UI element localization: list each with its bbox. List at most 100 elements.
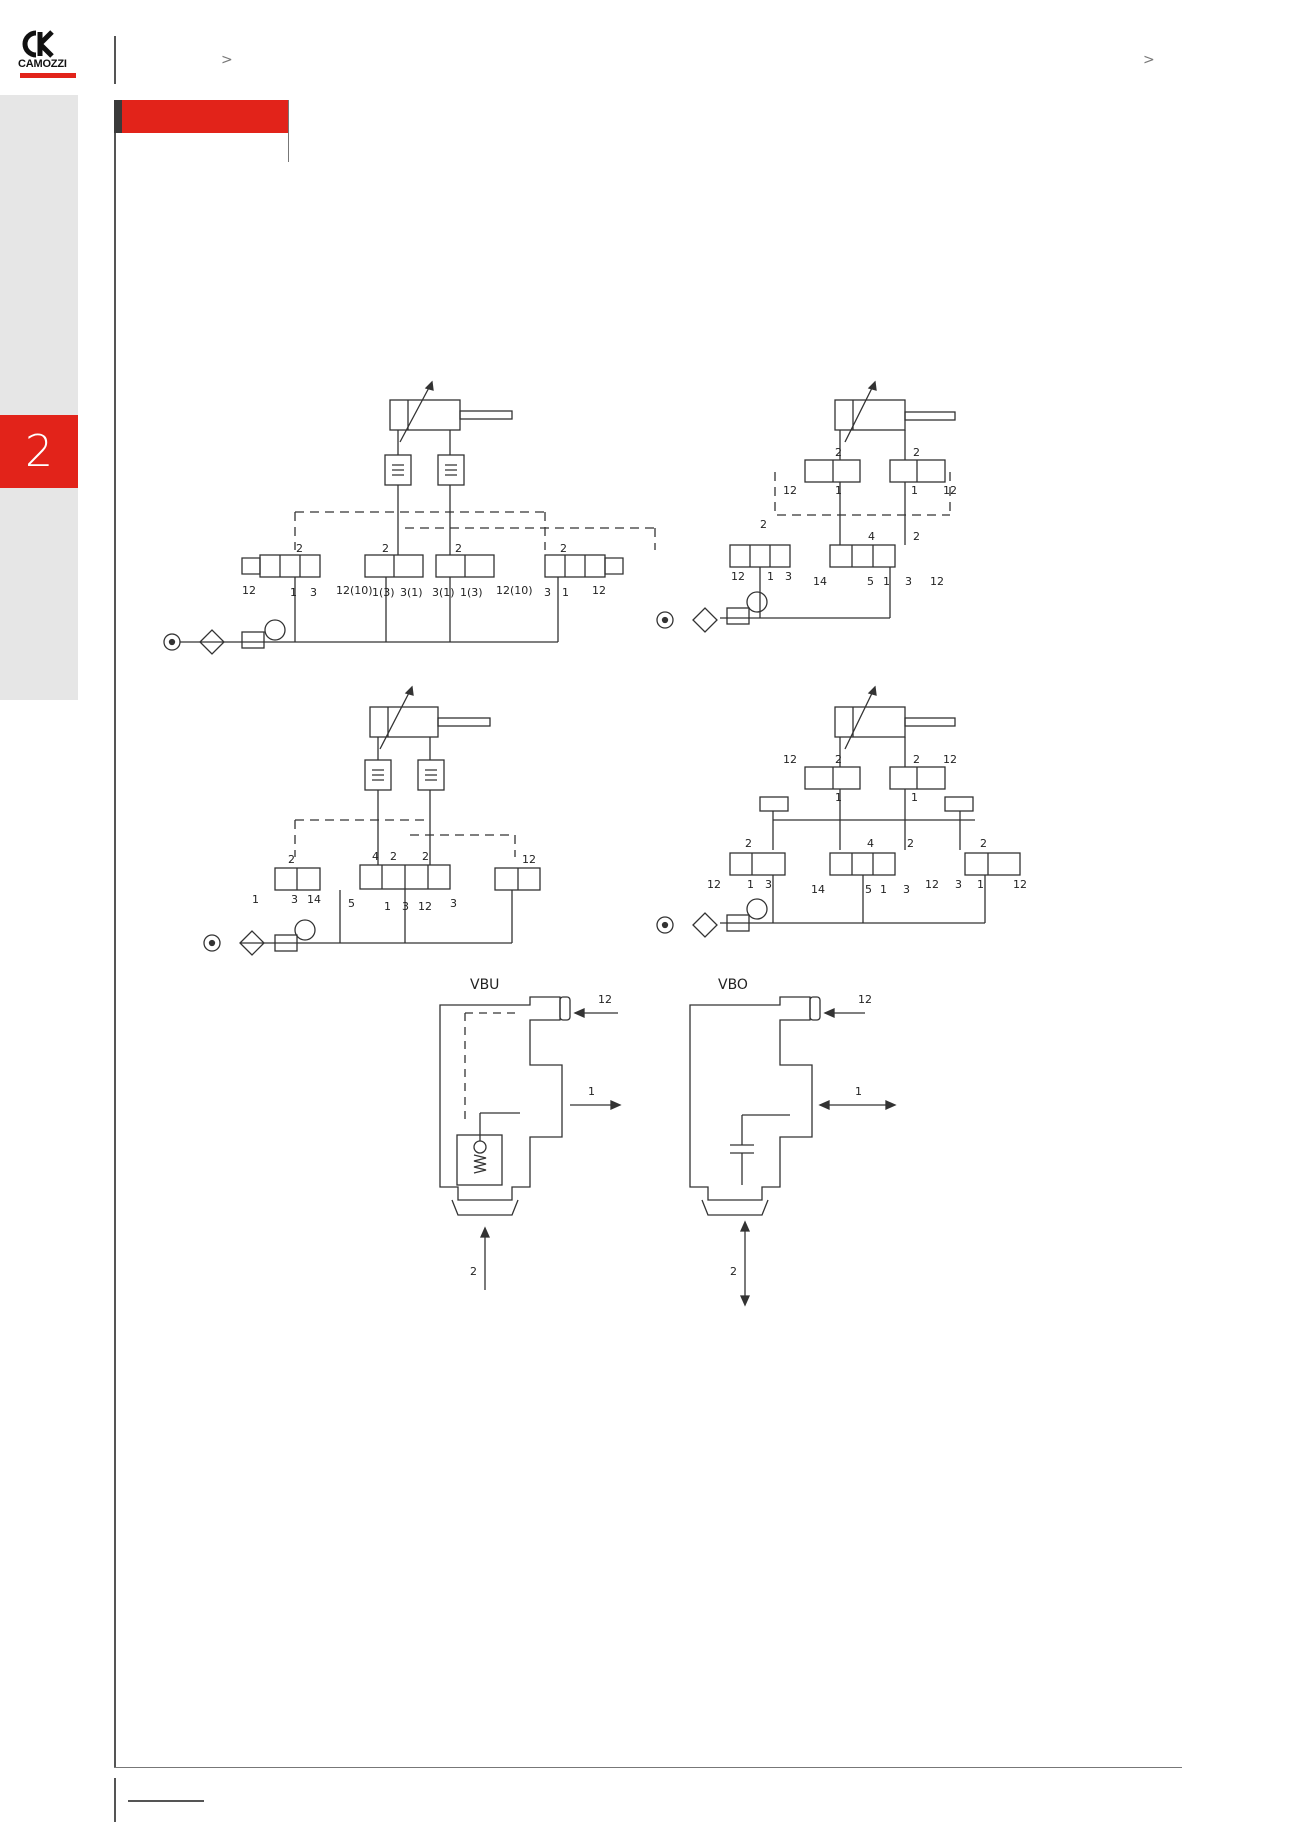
port-label: 12 <box>858 993 872 1006</box>
port-label: 3 <box>955 878 962 891</box>
camozzi-logo[interactable]: CAMOZZI <box>18 30 80 80</box>
port-label: 14 <box>811 883 825 896</box>
port-label: 1 <box>252 893 259 906</box>
port-label: 1 <box>835 484 842 497</box>
port-label: 5 <box>348 897 355 910</box>
port-label: 1 <box>855 1085 862 1098</box>
circuit-diagram-3: 2 4 2 2 12 1 3 14 5 1 3 12 3 <box>203 685 541 956</box>
port-label: 12 <box>943 484 957 497</box>
diagram4-labels: 12 2 2 12 1 1 2 4 2 2 12 1 3 14 5 1 3 12… <box>707 753 1027 896</box>
port-label: 2 <box>422 850 429 863</box>
port-label: 5 <box>865 883 872 896</box>
breadcrumb-arrow-left-icon[interactable]: > <box>221 52 233 68</box>
chapter-tab[interactable]: 2 <box>0 415 78 488</box>
sidebar <box>0 95 78 700</box>
port-label: 4 <box>867 837 874 850</box>
port-label: 1 <box>977 878 984 891</box>
port-label: 1 <box>911 484 918 497</box>
port-label: 12 <box>598 993 612 1006</box>
footer-rule <box>114 1767 1182 1768</box>
port-label: 12(10) <box>496 584 533 597</box>
port-label: 3 <box>903 883 910 896</box>
circuit-diagram-4: 12 2 2 12 1 1 2 4 2 2 12 1 3 14 5 1 3 12… <box>656 685 1027 938</box>
section-title-bar <box>114 100 289 133</box>
port-label: 3(1) <box>400 586 423 599</box>
port-label: 1 <box>290 586 297 599</box>
circuit-diagram-1: 2 2 2 2 12 1 3 12(10) 1(3) 3(1) 3(1) 1(3… <box>163 380 656 655</box>
port-label: 2 <box>835 446 842 459</box>
port-label: 2 <box>470 1265 477 1278</box>
port-label: 3 <box>310 586 317 599</box>
port-label: 12 <box>592 584 606 597</box>
port-label: 14 <box>307 893 321 906</box>
port-label: 1 <box>767 570 774 583</box>
port-label: 12 <box>783 753 797 766</box>
port-label: 12 <box>418 900 432 913</box>
port-label: 12 <box>242 584 256 597</box>
port-label: 2 <box>913 753 920 766</box>
port-label: 2 <box>980 837 987 850</box>
page-left-rule <box>114 100 116 1767</box>
port-label: 4 <box>868 530 875 543</box>
footer-divider <box>114 1778 116 1822</box>
port-label: 1 <box>562 586 569 599</box>
port-label: 3 <box>905 575 912 588</box>
diagram2-labels: 2 2 12 1 1 12 2 12 1 3 4 2 14 5 1 3 12 <box>731 446 957 588</box>
breadcrumb-arrow-right-icon[interactable]: > <box>1143 52 1155 68</box>
port-label: 1(3) <box>372 586 395 599</box>
port-label: 12 <box>731 570 745 583</box>
port-label: 12 <box>783 484 797 497</box>
port-label: 2 <box>560 542 567 555</box>
port-label: 2 <box>730 1265 737 1278</box>
port-label: 1 <box>835 791 842 804</box>
port-label: 3 <box>785 570 792 583</box>
port-label: 2 <box>835 753 842 766</box>
logo-red-bar <box>20 73 76 78</box>
circuit-diagram-2: 2 2 12 1 1 12 2 12 1 3 4 2 14 5 1 3 12 <box>656 380 957 633</box>
port-label: 14 <box>813 575 827 588</box>
port-label: 3 <box>765 878 772 891</box>
port-label: 12 <box>1013 878 1027 891</box>
port-label: 12 <box>707 878 721 891</box>
port-label: 1 <box>747 878 754 891</box>
port-label: 2 <box>455 542 462 555</box>
port-label: 2 <box>296 542 303 555</box>
port-label: 4 <box>372 850 379 863</box>
chapter-number: 2 <box>25 426 53 477</box>
logo-mark-icon <box>22 30 54 58</box>
port-label: 3 <box>291 893 298 906</box>
vbu-title: VBU <box>470 977 499 993</box>
port-label: 3 <box>402 900 409 913</box>
page-number-rule <box>128 1800 204 1802</box>
port-label: 3 <box>450 897 457 910</box>
port-label: 12 <box>925 878 939 891</box>
diagram1-labels: 2 2 2 2 12 1 3 12(10) 1(3) 3(1) 3(1) 1(3… <box>242 542 606 599</box>
port-label: 12 <box>930 575 944 588</box>
port-label: 12(10) <box>336 584 373 597</box>
port-label: 1(3) <box>460 586 483 599</box>
port-label: 2 <box>390 850 397 863</box>
port-label: 2 <box>913 446 920 459</box>
logo-text: CAMOZZI <box>18 58 67 70</box>
port-label: 12 <box>943 753 957 766</box>
title-divider <box>288 100 289 162</box>
port-label: 5 <box>867 575 874 588</box>
vbo-title: VBO <box>718 977 748 993</box>
port-label: 2 <box>913 530 920 543</box>
vbo-valve-diagram: VBO 12 1 2 <box>689 977 897 1307</box>
port-label: 3(1) <box>432 586 455 599</box>
port-label: 12 <box>522 853 536 866</box>
port-label: 2 <box>382 542 389 555</box>
port-label: 1 <box>911 791 918 804</box>
header-divider <box>114 36 116 84</box>
port-label: 1 <box>880 883 887 896</box>
vbu-valve-diagram: VBU 12 1 2 <box>439 977 622 1290</box>
port-label: 1 <box>883 575 890 588</box>
port-label: 1 <box>588 1085 595 1098</box>
port-label: 2 <box>288 853 295 866</box>
port-label: 1 <box>384 900 391 913</box>
port-label: 3 <box>544 586 551 599</box>
port-label: 2 <box>745 837 752 850</box>
diagram3-labels: 2 4 2 2 12 1 3 14 5 1 3 12 3 <box>252 850 536 913</box>
port-label: 2 <box>760 518 767 531</box>
